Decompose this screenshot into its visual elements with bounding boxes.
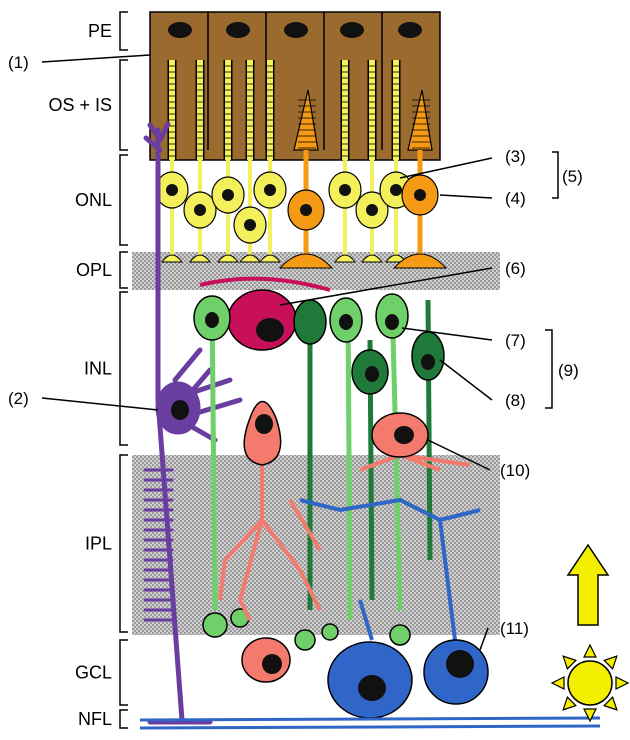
layer-label-pe: PE [88,21,112,41]
layer-label-inl: INL [84,359,112,379]
layer-label-gcl: GCL [75,663,112,683]
layer-label-onl: ONL [75,190,112,210]
bracket-pe [120,12,128,50]
bracket-os-is [120,60,128,150]
layer-label-nfl: NFL [78,709,112,729]
callout-9: (9) [558,361,579,380]
callout-4: (4) [505,189,526,208]
bracket-opl [120,252,128,288]
layer-label-opl: OPL [76,260,112,280]
up-arrow-icon [568,545,608,625]
bracket-gcl [120,640,128,705]
bracket-inl [120,292,128,445]
callout-1: (1) [8,53,29,72]
callout-10: (10) [500,461,530,480]
callout-2: (2) [8,389,29,408]
bracket-nfl [120,710,128,728]
sun-icon [552,645,628,721]
callout-3: (3) [505,147,526,166]
callout-7: (7) [505,331,526,350]
callout-8: (8) [505,391,526,410]
callout-11: (11) [500,619,529,638]
callout-6: (6) [505,259,526,278]
layer-brackets: PE OS + IS ONL OPL INL IPL GCL NFL [48,12,128,729]
layer-label-ipl: IPL [85,534,112,554]
layer-label-os-is: OS + IS [48,95,112,115]
callout-5: (5) [562,167,583,186]
bracket-ipl [120,455,128,632]
bracket-onl [120,155,128,245]
